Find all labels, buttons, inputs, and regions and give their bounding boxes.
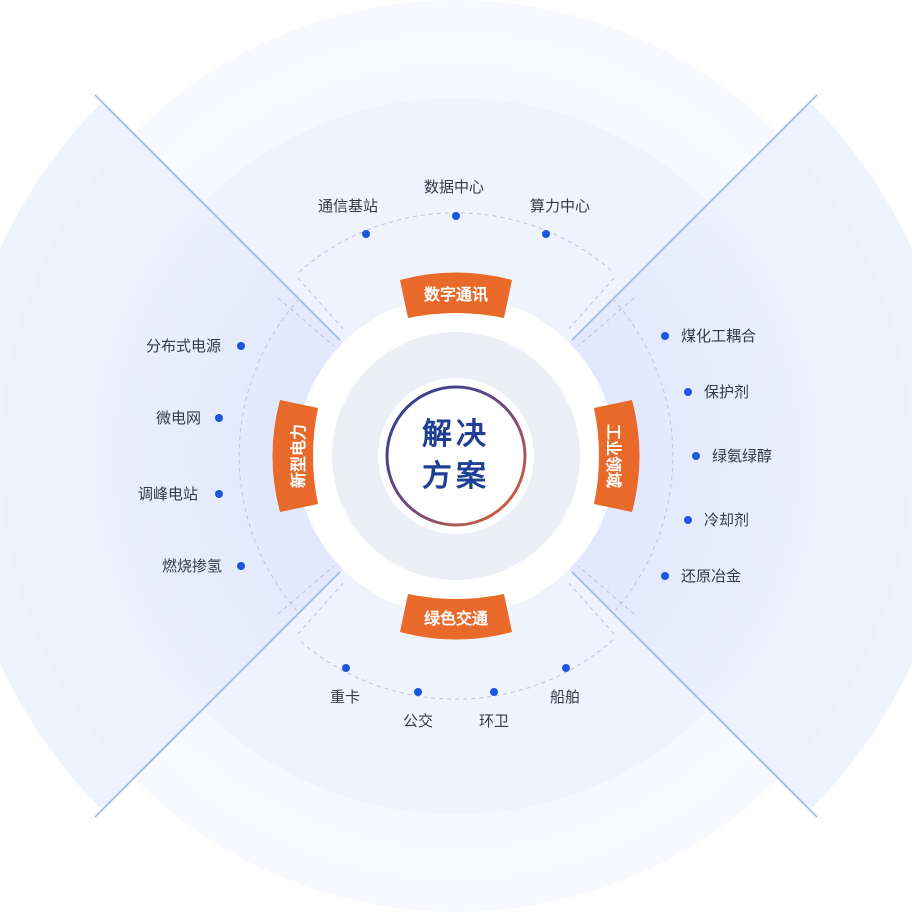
item-label-top-1: 数据中心 [424,178,485,196]
center-title-line2: 方案 [422,459,490,494]
item-label-left-2: 调峰电站 [138,485,199,503]
tab-left-title: 新型电力 [289,424,308,488]
tab-top[interactable] [400,272,512,319]
right-wedge [456,102,912,810]
dot-top-2 [542,230,550,238]
item-label-left-3: 燃烧掺氢 [162,557,223,575]
tab-right[interactable] [594,400,640,512]
center-title-line1: 解决 [422,417,490,452]
item-label-right-2: 绿氨绿醇 [712,447,773,465]
tab-bottom[interactable] [400,594,512,640]
dashed-arcs [238,212,674,700]
dot-right-4 [661,572,669,580]
tab-right-title: 工业领域 [604,424,623,488]
center-gradient-ring [385,385,527,527]
dot-left-1 [215,414,223,422]
dot-top-0 [362,230,370,238]
item-label-right-4: 还原冶金 [681,567,742,585]
item-label-top-2: 算力中心 [530,197,591,215]
center-disk [378,378,534,534]
dot-top-1 [452,212,460,220]
item-label-top-0: 通信基站 [318,197,379,215]
tab-bottom-title: 绿色交通 [424,609,488,628]
dot-right-2 [692,452,700,460]
item-label-right-0: 煤化工耦合 [681,327,757,345]
tab-left[interactable] [272,400,319,512]
left-wedge [0,102,456,810]
item-label-bottom-0: 重卡 [330,688,361,706]
dot-left-0 [237,342,245,350]
item-label-left-1: 微电网 [156,409,202,427]
dot-bottom-2 [490,688,498,696]
dot-left-3 [237,562,245,570]
item-label-bottom-2: 环卫 [479,712,510,730]
dot-bottom-3 [562,664,570,672]
dot-left-2 [215,490,223,498]
dot-bottom-0 [342,664,350,672]
item-label-bottom-3: 船舶 [550,688,581,706]
item-label-right-3: 冷却剂 [704,511,750,529]
dot-right-1 [684,388,692,396]
item-label-right-1: 保护剂 [704,383,750,401]
tab-top-title: 数字通讯 [424,285,488,304]
dot-bottom-1 [414,688,422,696]
item-label-left-0: 分布式电源 [146,337,222,355]
dot-right-3 [684,516,692,524]
divider-lines [94,94,818,818]
item-dots [215,212,700,696]
item-label-bottom-1: 公交 [403,712,434,730]
dot-right-0 [661,332,669,340]
